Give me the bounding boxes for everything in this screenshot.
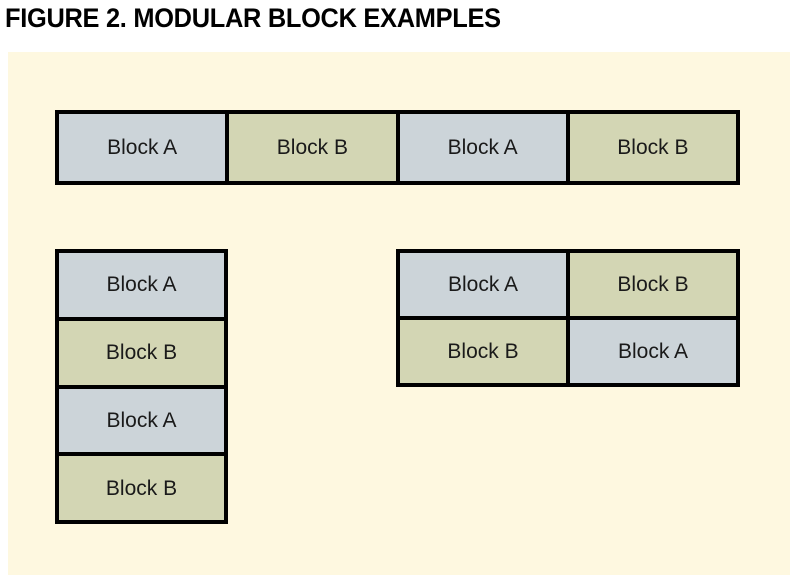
block-cell: Block A	[59, 253, 224, 317]
block-group-grid-two-by-two: Block A Block B Block B Block A	[396, 249, 740, 387]
block-grid-row: Block B Block A	[400, 320, 736, 383]
block-cell: Block A	[59, 114, 226, 181]
block-cell: Block A	[400, 253, 566, 316]
block-grid-row: Block A Block B	[400, 253, 736, 316]
block-cell: Block A	[570, 320, 736, 383]
block-cell: Block B	[400, 320, 566, 383]
block-cell: Block B	[59, 456, 224, 520]
block-cell: Block B	[570, 253, 736, 316]
page-title: FIGURE 2. MODULAR BLOCK EXAMPLES	[5, 3, 501, 33]
figure-panel: Block A Block B Block A Block B Block A …	[8, 52, 790, 575]
block-cell: Block A	[399, 114, 566, 181]
block-group-vertical-column-of-four: Block A Block B Block A Block B	[55, 249, 228, 524]
block-cell: Block B	[229, 114, 396, 181]
block-cell: Block B	[59, 320, 224, 385]
block-cell: Block A	[59, 388, 224, 453]
block-group-horizontal-row-of-four: Block A Block B Block A Block B	[55, 110, 740, 185]
block-cell: Block B	[569, 114, 736, 181]
